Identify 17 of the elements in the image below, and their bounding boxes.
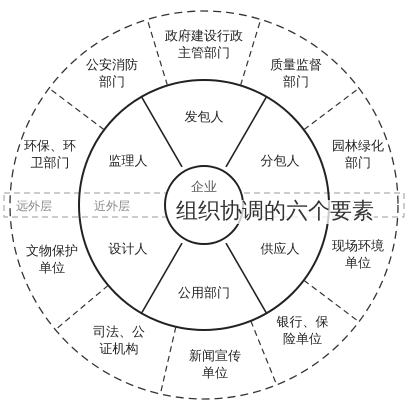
outer-sector-label: 公安消防部门 <box>82 50 142 98</box>
outer-sector-label: 环保、环卫部门 <box>22 130 78 179</box>
outer-sector-label: 文物保护单位 <box>24 236 80 284</box>
inner-sector-label: 设计人 <box>98 234 158 264</box>
outer-sector-label: 银行、保险单位 <box>270 307 334 356</box>
inner-sector-label: 分包人 <box>250 146 310 176</box>
inner-sector-label: 发包人 <box>169 102 239 132</box>
title: 组织协调的六个要素 <box>176 200 374 224</box>
outer-sector-label: 园林绿化部门 <box>330 130 386 179</box>
outer-sector-label: 新闻宣传单位 <box>185 340 246 389</box>
inner-sector-label: 公用部门 <box>169 278 239 308</box>
inner-sector-label: 监理人 <box>98 146 158 176</box>
outer-sector-label: 质量监督部门 <box>264 50 328 98</box>
inner-sector-label: 供应人 <box>250 234 310 264</box>
outer-sector-label: 司法、公证机构 <box>87 316 152 365</box>
outer-sector-label: 政府建设行政主管部门 <box>160 21 248 69</box>
outer-sector-label: 现场环境单位 <box>330 231 386 280</box>
